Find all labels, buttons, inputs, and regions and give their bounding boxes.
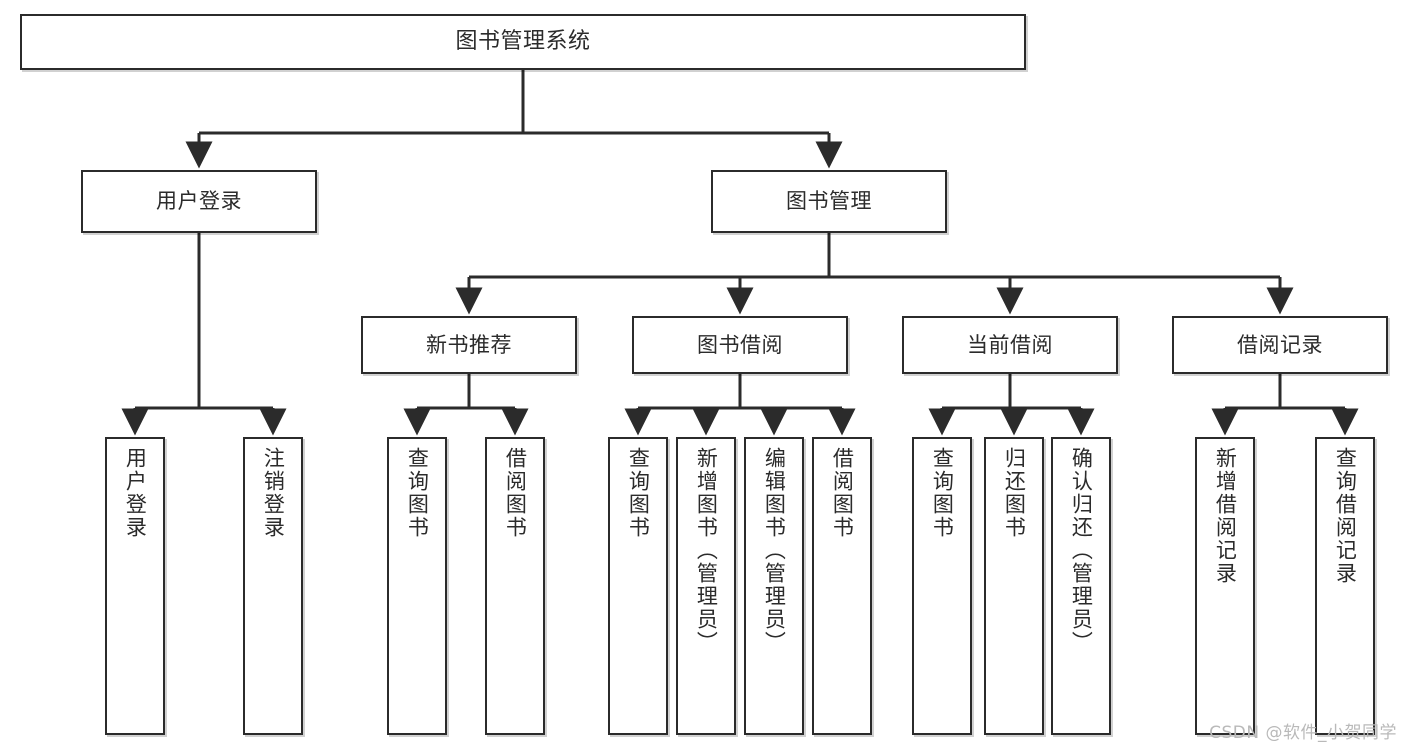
leaf-user-logout[interactable]: 注销登录: [243, 437, 303, 735]
node-label: 归还图书: [1002, 447, 1027, 539]
leaf-query-book-borrow[interactable]: 查询图书: [608, 437, 668, 735]
node-label: 查询借阅记录: [1333, 447, 1358, 585]
node-label: 图书借阅: [697, 332, 783, 357]
node-root[interactable]: 图书管理系统: [20, 14, 1026, 70]
node-label: 新书推荐: [426, 332, 512, 357]
leaf-user-login[interactable]: 用户登录: [105, 437, 165, 735]
node-label: 新增借阅记录: [1213, 447, 1238, 585]
watermark: CSDN @软件_小贺同学: [1209, 723, 1397, 743]
node-new-book-recommend[interactable]: 新书推荐: [361, 316, 577, 374]
leaf-borrow-book[interactable]: 借阅图书: [812, 437, 872, 735]
node-label: 注销登录: [261, 447, 286, 539]
node-label: 图书管理系统: [455, 29, 591, 55]
leaf-query-borrow-record[interactable]: 查询借阅记录: [1315, 437, 1375, 735]
node-label: 用户登录: [156, 189, 242, 214]
node-label: 当前借阅: [967, 332, 1053, 357]
leaf-edit-book-admin[interactable]: 编辑图书（管理员）: [744, 437, 804, 735]
leaf-return-book[interactable]: 归还图书: [984, 437, 1044, 735]
node-book-management[interactable]: 图书管理: [711, 170, 947, 233]
leaf-confirm-return-admin[interactable]: 确认归还（管理员）: [1051, 437, 1111, 735]
node-user-login[interactable]: 用户登录: [81, 170, 317, 233]
node-borrow-record[interactable]: 借阅记录: [1172, 316, 1388, 374]
node-current-borrow[interactable]: 当前借阅: [902, 316, 1118, 374]
node-label: 查询图书: [626, 447, 651, 539]
node-book-borrow[interactable]: 图书借阅: [632, 316, 848, 374]
node-label: 确认归还（管理员）: [1069, 447, 1094, 654]
node-label: 借阅图书: [503, 447, 528, 539]
leaf-add-book-admin[interactable]: 新增图书（管理员）: [676, 437, 736, 735]
leaf-borrow-book-recommend[interactable]: 借阅图书: [485, 437, 545, 735]
node-label: 查询图书: [930, 447, 955, 539]
node-label: 用户登录: [123, 447, 148, 539]
node-label: 查询图书: [405, 447, 430, 539]
leaf-query-book-recommend[interactable]: 查询图书: [387, 437, 447, 735]
leaf-query-book-current[interactable]: 查询图书: [912, 437, 972, 735]
node-label: 借阅图书: [830, 447, 855, 539]
leaf-add-borrow-record[interactable]: 新增借阅记录: [1195, 437, 1255, 735]
node-label: 新增图书（管理员）: [694, 447, 719, 654]
node-label: 借阅记录: [1237, 332, 1323, 357]
node-label: 编辑图书（管理员）: [762, 447, 787, 654]
node-label: 图书管理: [786, 189, 872, 214]
